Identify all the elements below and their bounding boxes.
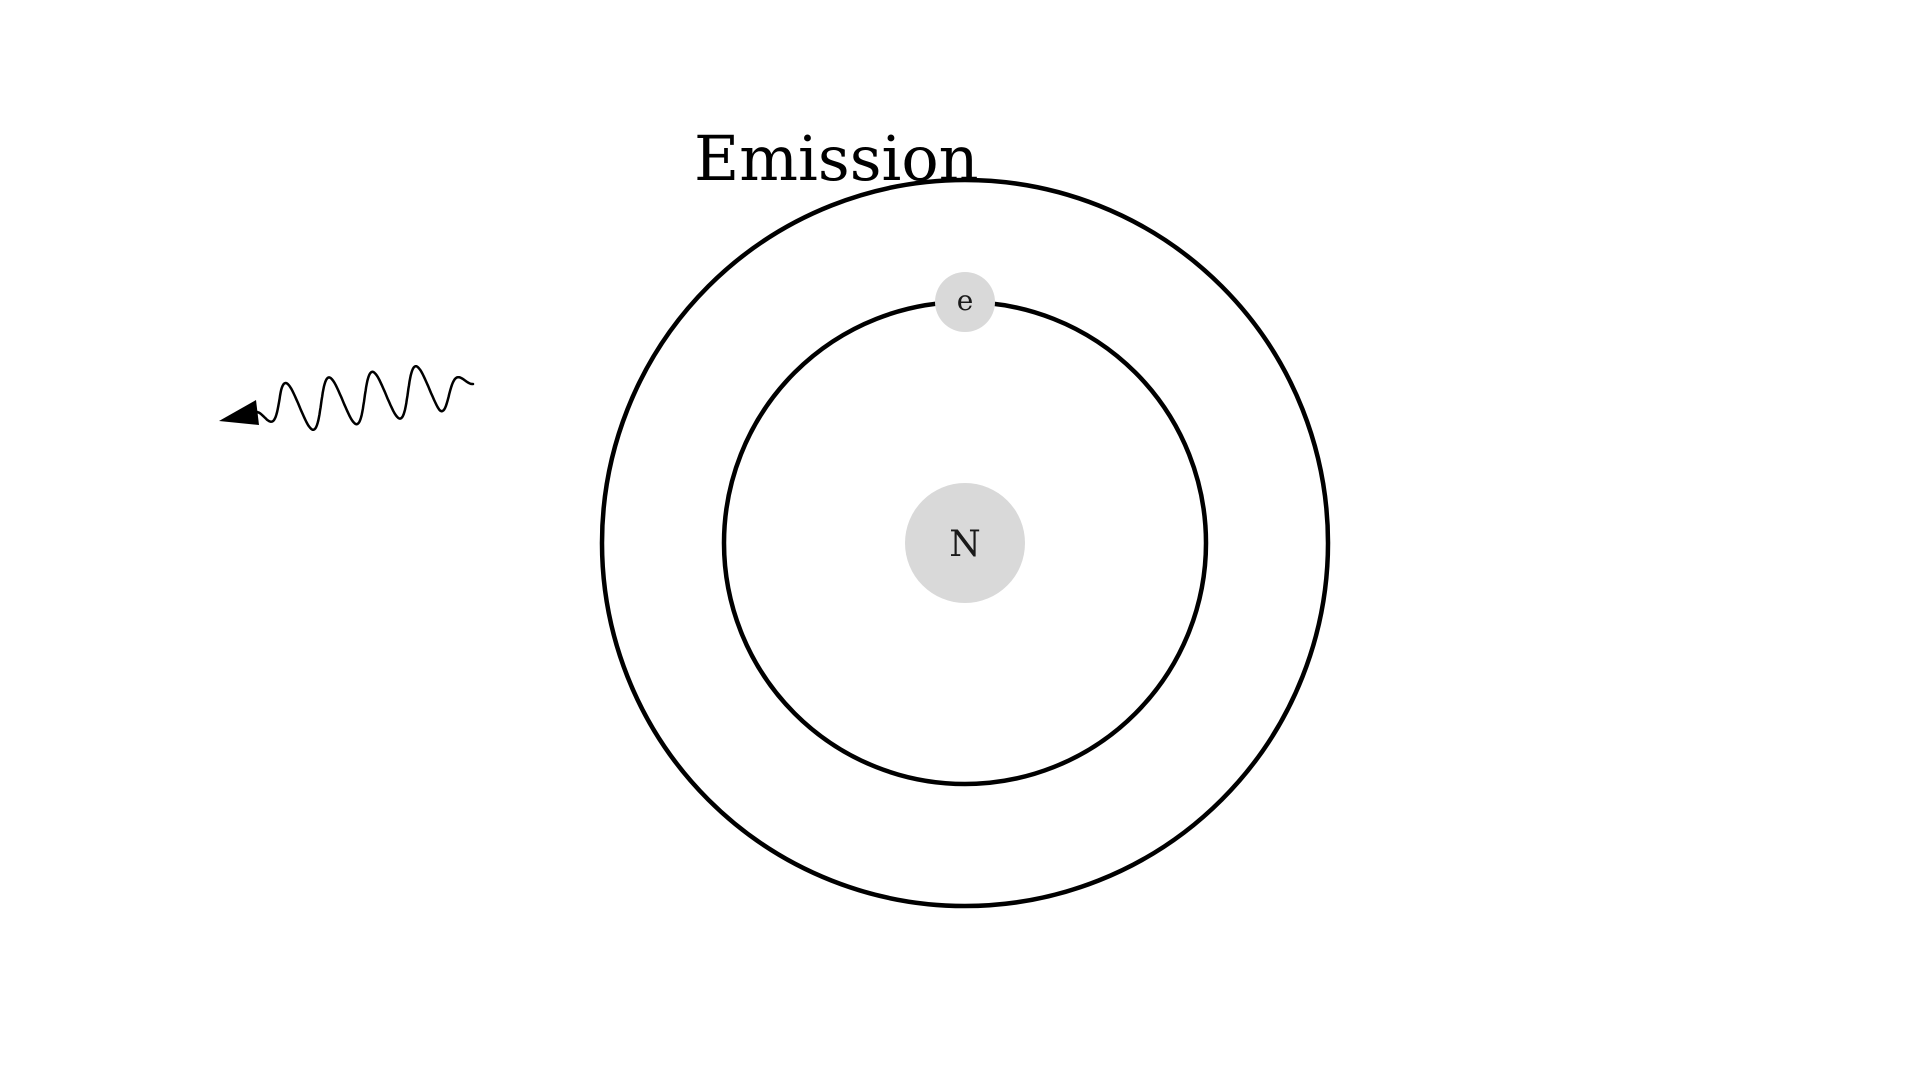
emitted-photon [219,364,475,432]
photon-arrowhead-icon [219,400,259,425]
electron: e [935,272,995,332]
nucleus-body [905,483,1025,603]
electron-label: e [957,284,974,317]
nucleus-label: N [949,524,981,565]
diagram-title: Emission [694,122,979,195]
photon-wave-icon [254,364,475,432]
electron-body [935,272,995,332]
outer-orbit [599,177,1331,909]
nucleus: N [905,483,1025,603]
